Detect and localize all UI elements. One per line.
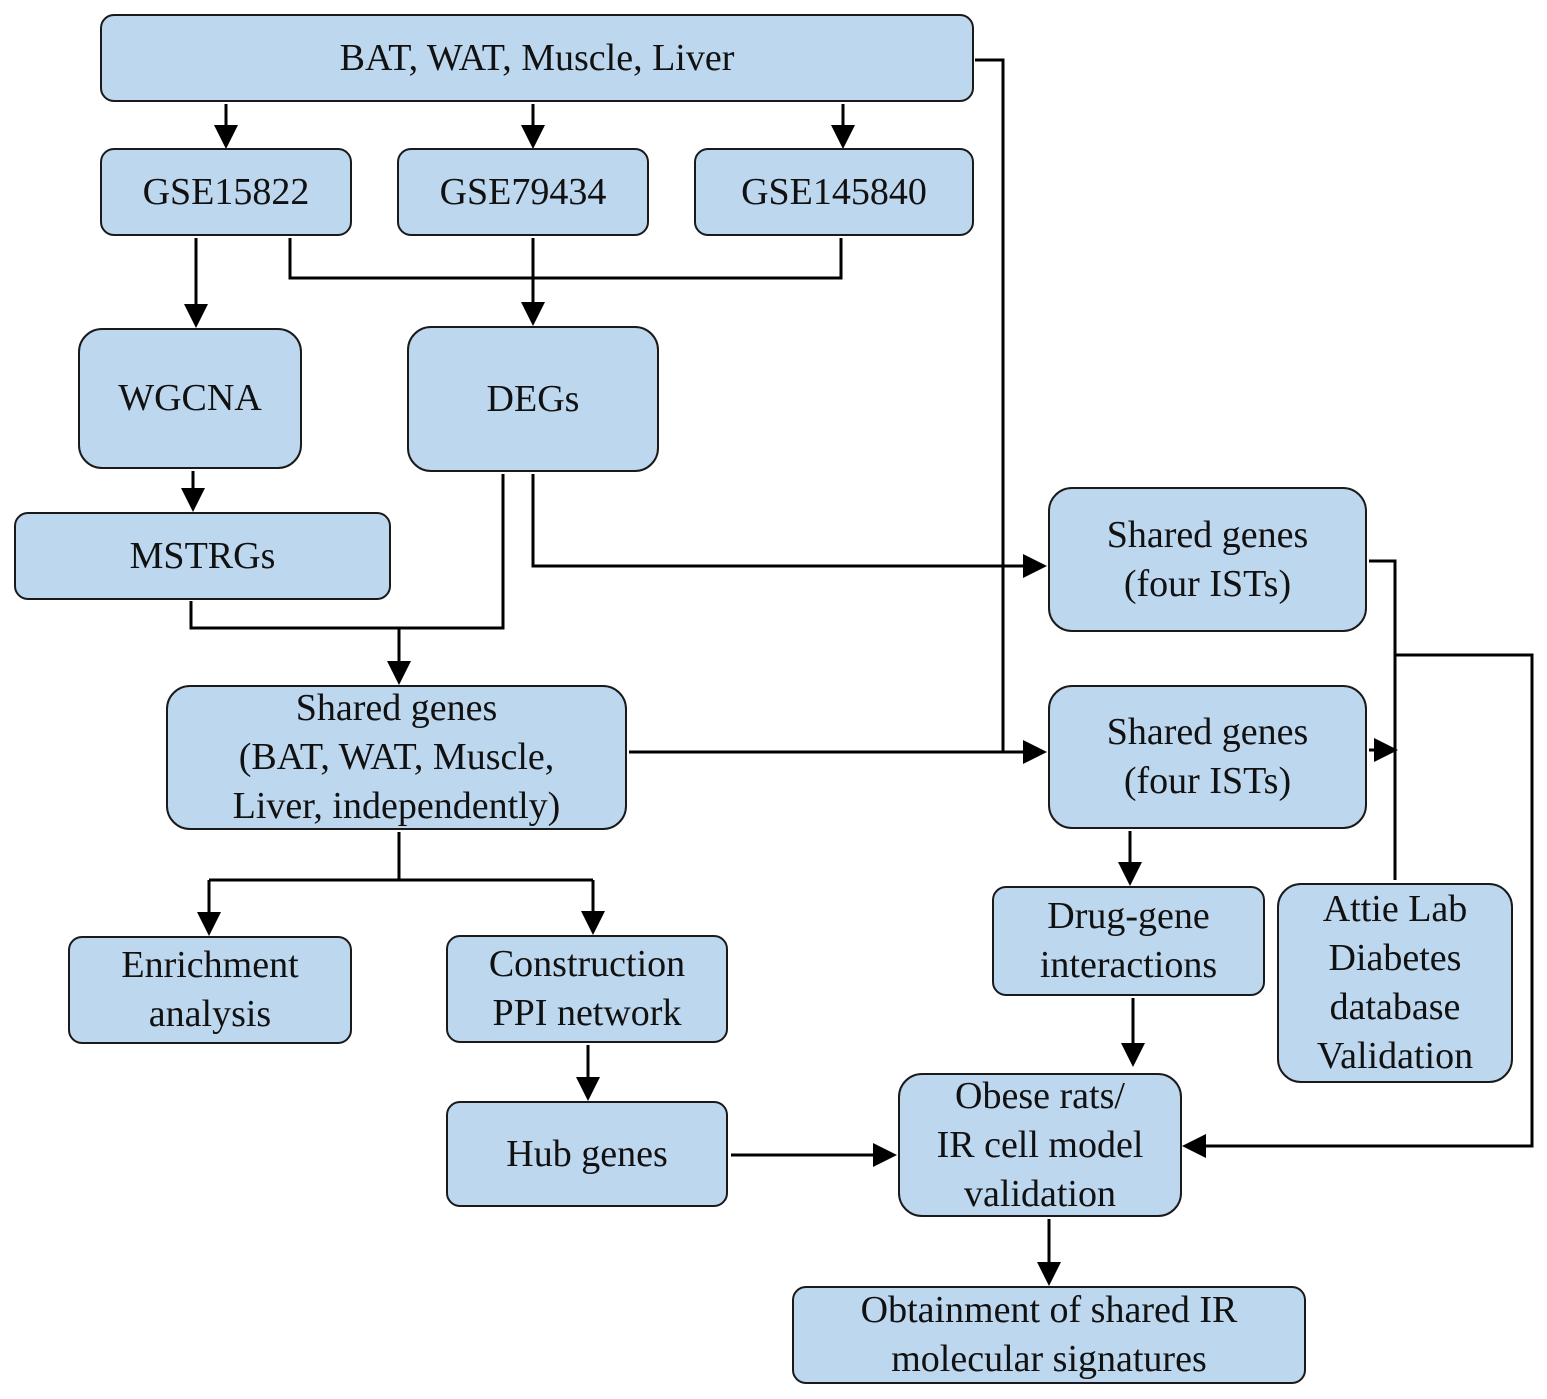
node-label-line: Enrichment xyxy=(121,944,299,986)
node-label-line: Liver, independently) xyxy=(232,785,561,827)
degs-node: DEGs xyxy=(407,326,659,472)
hub-genes-node: Hub genes xyxy=(446,1101,728,1207)
node-label-line: validation xyxy=(964,1172,1116,1215)
gse79434-node: GSE79434 xyxy=(397,148,649,236)
node-label-line: Drug-gene xyxy=(1047,895,1210,937)
node-label-line: (four ISTs) xyxy=(1123,562,1292,605)
gse145840-node: GSE145840 xyxy=(694,148,974,236)
node-label-line: GSE79434 xyxy=(439,170,607,213)
node-label-line: database xyxy=(1329,986,1461,1028)
tissues-node: BAT, WAT, Muscle, Liver xyxy=(100,14,974,102)
node-label-line: IR cell model xyxy=(936,1123,1144,1166)
shared-genes-four-ists-node-a: Shared genes (four ISTs) xyxy=(1048,487,1367,632)
gse15822-node: GSE15822 xyxy=(100,148,352,236)
node-label-line: Hub genes xyxy=(506,1132,668,1175)
node-label-line: Shared genes xyxy=(1106,513,1309,556)
obese-rats-validation-node: Obese rats/IR cell model validation xyxy=(898,1073,1182,1217)
edge-tissues-right-line xyxy=(975,58,1005,752)
edge-shared-independent-split xyxy=(209,832,593,882)
edge-loop-validation xyxy=(1182,653,1534,1158)
node-label-line: Diabetes xyxy=(1328,937,1462,979)
edge-datasets-bracket xyxy=(288,238,843,280)
node-label-line: analysis xyxy=(148,993,272,1035)
node-label-line: GSE145840 xyxy=(741,170,927,213)
wgcna-node: WGCNA xyxy=(78,328,302,469)
node-label-line: PPI network xyxy=(492,992,682,1034)
mstrgs-node: MSTRGs xyxy=(14,512,391,600)
node-label-line: DEGs xyxy=(486,377,580,420)
node-label-line: Construction xyxy=(488,943,686,985)
node-label-line: Obese rats/ xyxy=(955,1074,1125,1117)
node-label-line: interactions xyxy=(1039,944,1218,986)
node-label-line: (four ISTs) xyxy=(1123,760,1292,802)
edge-shared-four-attie xyxy=(1369,559,1395,880)
node-label-line: Attie Lab xyxy=(1322,888,1468,930)
node-label-line: Obtainment of shared IR xyxy=(860,1289,1238,1331)
node-label-line: BAT, WAT, Muscle, Liver xyxy=(339,36,735,79)
node-label-line: WGCNA xyxy=(118,377,262,419)
edge-degs-shared-four-a xyxy=(531,474,1047,578)
node-label-line: (BAT, WAT, Muscle, xyxy=(238,736,555,778)
edge-mstrgs-degs-bracket xyxy=(189,474,505,630)
enrichment-analysis-node: Enrichment analysis xyxy=(68,936,352,1044)
shared-ir-signatures-node: Obtainment of shared IR molecular signatu… xyxy=(792,1286,1306,1384)
node-label-line: Shared genes xyxy=(295,687,498,729)
shared-genes-independent-node: Shared genes (BAT, WAT, Muscle, Liver, ind… xyxy=(166,685,627,830)
node-label-line: MSTRGs xyxy=(129,534,276,577)
node-label-line: Validation xyxy=(1316,1035,1474,1077)
node-label-line: Shared genes xyxy=(1106,711,1309,753)
drug-gene-interactions-node: Drug-gene interactions xyxy=(992,886,1265,996)
node-label-line: molecular signatures xyxy=(891,1338,1207,1380)
node-label-line: GSE15822 xyxy=(142,170,310,213)
shared-genes-four-ists-node-b: Shared genes (four ISTs) xyxy=(1048,685,1367,829)
